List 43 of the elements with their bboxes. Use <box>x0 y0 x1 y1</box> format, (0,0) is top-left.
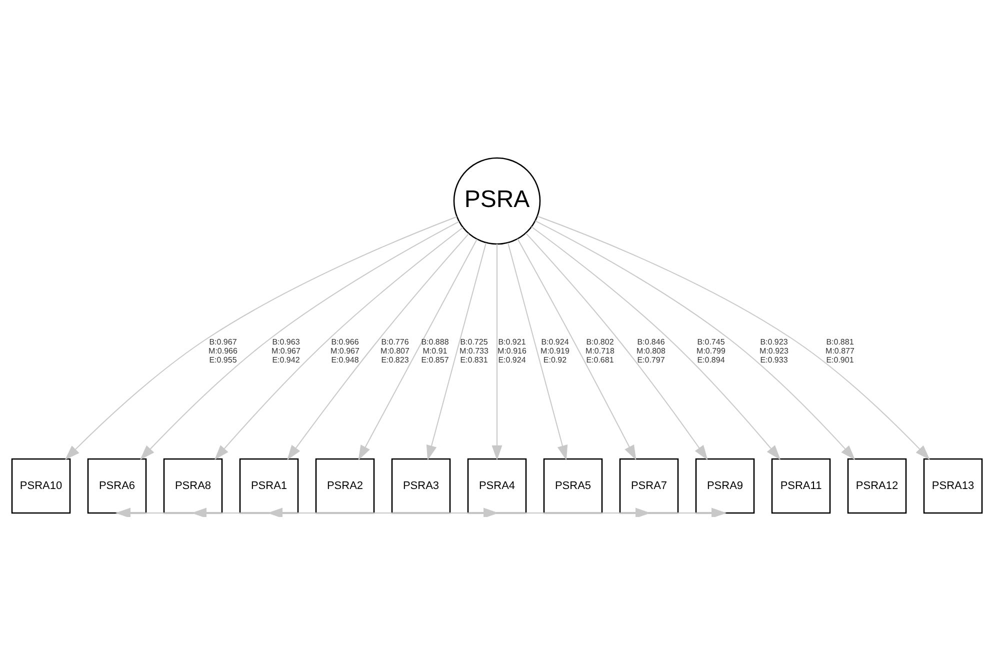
arrow <box>525 232 708 460</box>
arrow <box>115 507 727 516</box>
edge-label: B:0.802 M:0.718 E:0.681 <box>586 336 614 364</box>
node-box: PSRA6 <box>87 458 147 514</box>
node-box: PSRA2 <box>315 458 375 514</box>
arrow <box>287 232 470 460</box>
node-box: PSRA13 <box>923 458 983 514</box>
edge-label: B:0.725 M:0.733 E:0.831 <box>460 336 488 364</box>
arrow <box>358 238 478 460</box>
node-box: PSRA9 <box>695 458 755 514</box>
arrow <box>537 215 930 460</box>
node-box: PSRA10 <box>11 458 71 514</box>
edge-label: B:0.888 M:0.91 E:0.857 <box>421 336 449 364</box>
edge-label: B:0.966 M:0.967 E:0.948 <box>330 336 360 364</box>
arrow <box>534 220 856 460</box>
edge-label: B:0.846 M:0.808 E:0.797 <box>636 336 666 364</box>
node-box: PSRA12 <box>847 458 907 514</box>
edge-label: B:0.924 M:0.919 E:0.92 <box>540 336 570 364</box>
edge-label: B:0.776 M:0.807 E:0.823 <box>380 336 410 364</box>
node-box: PSRA11 <box>771 458 831 514</box>
node-box: PSRA7 <box>619 458 679 514</box>
node-box: PSRA8 <box>163 458 223 514</box>
arrow <box>492 243 502 460</box>
edge-label: B:0.881 M:0.877 E:0.901 <box>826 336 854 364</box>
arrow <box>267 507 651 516</box>
arrow <box>530 226 781 460</box>
node-box: PSRA3 <box>391 458 451 514</box>
node-box: PSRA4 <box>467 458 527 514</box>
arrow <box>64 216 458 460</box>
arrow <box>140 220 460 460</box>
edge-label: B:0.963 M:0.967 E:0.942 <box>272 336 300 364</box>
edge-label: B:0.923 M:0.923 E:0.933 <box>760 336 788 364</box>
edge-label: B:0.921 M:0.916 E:0.924 <box>498 336 526 364</box>
edge-label: B:0.967 M:0.966 E:0.955 <box>208 336 238 364</box>
arrow <box>191 507 499 516</box>
arrow <box>214 226 464 460</box>
node-circle: PSRA <box>453 156 541 244</box>
arrow <box>426 242 487 460</box>
arrow <box>507 242 568 460</box>
node-box: PSRA5 <box>543 458 603 514</box>
arrow <box>517 238 636 460</box>
edge-label: B:0.745 M:0.799 E:0.894 <box>696 336 726 364</box>
node-box: PSRA1 <box>239 458 299 514</box>
